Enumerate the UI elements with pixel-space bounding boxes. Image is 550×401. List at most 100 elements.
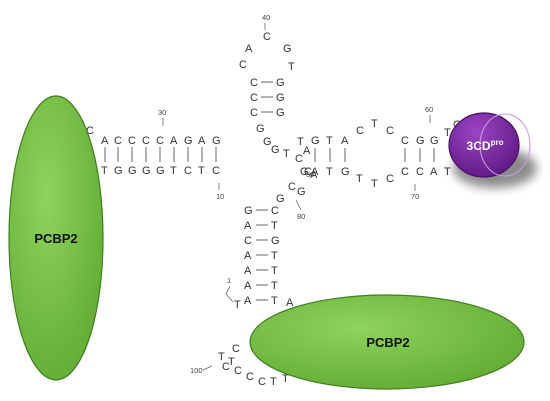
nucleotide: G bbox=[184, 135, 193, 147]
position-number: 80 bbox=[297, 212, 305, 221]
nucleotide: G bbox=[276, 107, 285, 119]
nucleotide: T bbox=[356, 173, 363, 185]
nucleotide: A bbox=[244, 220, 252, 232]
nucleotide: T bbox=[228, 356, 235, 368]
position-number: 1 bbox=[227, 276, 231, 285]
nucleotide: C bbox=[288, 181, 296, 193]
nucleotide: T bbox=[271, 220, 278, 232]
nucleotide: T bbox=[271, 295, 278, 307]
nucleotide: A bbox=[311, 166, 319, 178]
nucleotide: G bbox=[156, 165, 165, 177]
nucleotide: C bbox=[212, 165, 220, 177]
rna-sequence: C A C C C C A G A G T G G G G T C T C A … bbox=[86, 31, 462, 388]
nucleotide: T bbox=[271, 250, 278, 262]
nucleotide: T bbox=[326, 166, 333, 178]
nucleotide: C bbox=[222, 361, 230, 373]
position-number: 30 bbox=[158, 108, 166, 117]
nucleotide: C bbox=[232, 343, 240, 355]
nucleotide: C bbox=[271, 205, 279, 217]
nucleotide: T bbox=[170, 165, 177, 177]
nucleotide: C bbox=[86, 125, 94, 137]
nucleotide: T bbox=[270, 376, 277, 388]
nucleotide: T bbox=[371, 178, 378, 190]
nucleotide: A bbox=[245, 43, 253, 55]
pcbp2-left-label: PCBP2 bbox=[34, 231, 77, 246]
nucleotide: G bbox=[297, 186, 306, 198]
position-number: 70 bbox=[411, 192, 419, 201]
nucleotide: G bbox=[244, 205, 253, 217]
nucleotide: C bbox=[156, 135, 164, 147]
nucleotide: G bbox=[271, 235, 280, 247]
nucleotide: T bbox=[283, 148, 290, 160]
3cd-pro-label: 3CDpro bbox=[467, 138, 504, 153]
nucleotide: G bbox=[341, 166, 350, 178]
nucleotide: C bbox=[250, 107, 258, 119]
nucleotide: T bbox=[234, 299, 241, 311]
position-number: 10 bbox=[216, 192, 224, 201]
nucleotide: T bbox=[271, 265, 278, 277]
nucleotide: C bbox=[128, 135, 136, 147]
nucleotide: T bbox=[297, 136, 304, 148]
nucleotide: G bbox=[114, 165, 123, 177]
nucleotide: G bbox=[128, 165, 137, 177]
nucleotide: C bbox=[246, 371, 254, 383]
nucleotide: C bbox=[234, 365, 242, 377]
position-number: 50 bbox=[306, 170, 314, 179]
nucleotide: A bbox=[244, 250, 252, 262]
base-pair-lines bbox=[104, 81, 435, 301]
nucleotide: T bbox=[326, 135, 333, 147]
nucleotide: G bbox=[430, 135, 439, 147]
nucleotide: A bbox=[244, 280, 252, 292]
nucleotide: T bbox=[444, 166, 451, 178]
nucleotide: C bbox=[304, 166, 312, 178]
nucleotide: G bbox=[283, 43, 292, 55]
nucleotide: T bbox=[288, 61, 295, 73]
nucleotide: G bbox=[416, 135, 425, 147]
nucleotide: G bbox=[311, 135, 320, 147]
nucleotide: G bbox=[263, 136, 272, 148]
nucleotide: G bbox=[300, 166, 309, 178]
position-number: 100 bbox=[190, 366, 203, 375]
nucleotide: G bbox=[271, 144, 280, 156]
nucleotide: C bbox=[263, 31, 271, 43]
pcbp2-left: PCBP2 bbox=[8, 95, 104, 381]
nucleotide: G bbox=[212, 135, 221, 147]
3cd-pro-protein: 3CDpro bbox=[448, 112, 537, 188]
nucleotide: A bbox=[244, 295, 252, 307]
nucleotide: A bbox=[430, 166, 438, 178]
nucleotide: G bbox=[276, 77, 285, 89]
nucleotide: C bbox=[386, 173, 394, 185]
nucleotide: A bbox=[198, 135, 206, 147]
nucleotide: C bbox=[114, 135, 122, 147]
nucleotide: C bbox=[250, 92, 258, 104]
nucleotide: T bbox=[444, 127, 451, 139]
nucleotide: A bbox=[310, 169, 318, 181]
nucleotide: C bbox=[142, 135, 150, 147]
nucleotide: A bbox=[170, 135, 178, 147]
nucleotide: C bbox=[295, 153, 303, 165]
nucleotide: A bbox=[244, 265, 252, 277]
nucleotide: A bbox=[101, 135, 109, 147]
nucleotide: C bbox=[416, 166, 424, 178]
nucleotide: G bbox=[142, 165, 151, 177]
pcbp2-bottom: PCBP2 bbox=[249, 294, 525, 390]
position-numbers: 40 30 10 50 60 70 80 1 100 bbox=[158, 13, 433, 375]
nucleotide: A bbox=[341, 135, 349, 147]
nucleotide: T bbox=[218, 351, 225, 363]
nucleotide: T bbox=[282, 373, 289, 385]
nucleotide: T bbox=[198, 165, 205, 177]
nucleotide: C bbox=[356, 125, 364, 137]
nucleotide: C bbox=[401, 135, 409, 147]
nucleotide: C bbox=[401, 166, 409, 178]
pcbp2-bottom-label: PCBP2 bbox=[366, 335, 409, 350]
position-number: 60 bbox=[425, 105, 433, 114]
position-number: 40 bbox=[262, 13, 270, 22]
nucleotide: T bbox=[101, 165, 108, 177]
nucleotide: C bbox=[250, 77, 258, 89]
nucleotide: C bbox=[184, 165, 192, 177]
nucleotide: C bbox=[239, 59, 247, 71]
nucleotide: G bbox=[276, 193, 285, 205]
nucleotide: C bbox=[244, 235, 252, 247]
nucleotide: A bbox=[303, 145, 311, 157]
